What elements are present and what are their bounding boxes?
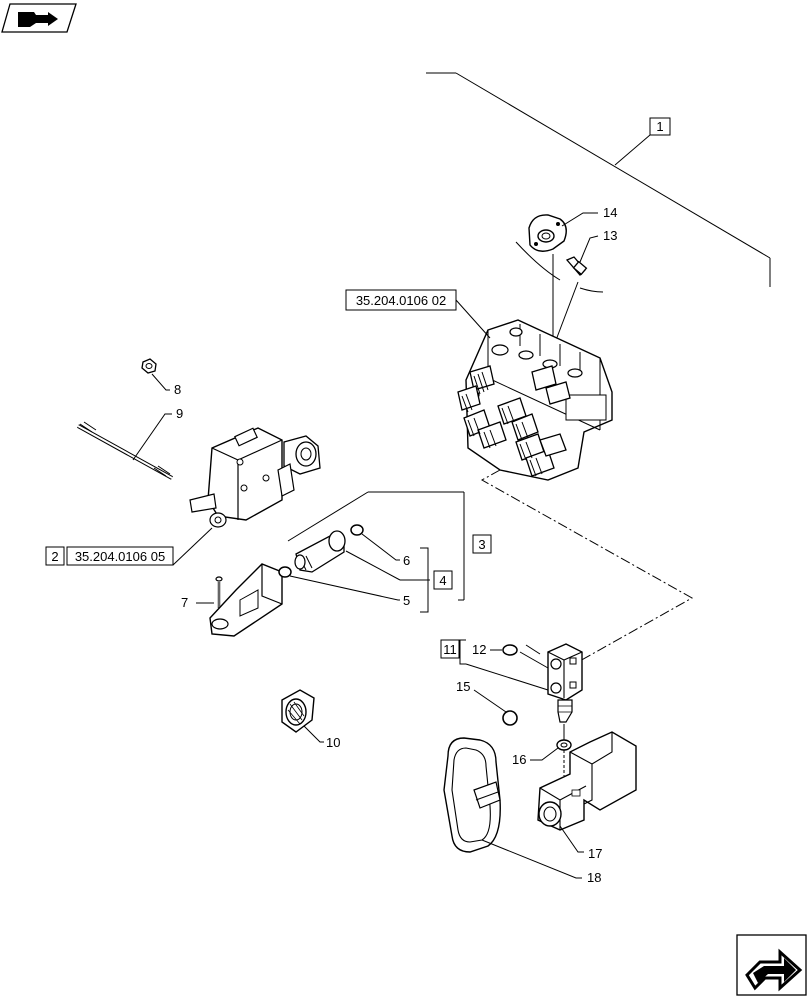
callout-13: 13 — [579, 228, 617, 263]
callout-11-label: 11 — [443, 642, 457, 657]
callout-3-label: 3 — [478, 537, 485, 552]
handle-bracket — [209, 563, 283, 637]
callout-14-label: 14 — [603, 205, 617, 220]
callout-5-label: 5 — [403, 593, 410, 608]
callout-6: 6 — [361, 533, 410, 568]
part-18-boot — [443, 737, 501, 853]
book-arrow-icon[interactable] — [1, 3, 77, 33]
callout-16-label: 16 — [512, 752, 526, 767]
callout-16: 16 — [512, 747, 559, 767]
callout-15: 15 — [456, 679, 507, 713]
callout-18: 18 — [481, 839, 601, 885]
ref-top-valve[interactable]: 35.204.0106 02 — [345, 289, 491, 339]
part-6-o-ring — [350, 524, 364, 536]
callout-9-label: 9 — [176, 406, 183, 421]
part-15-o-ring — [502, 710, 518, 726]
callout-4: 4 — [345, 547, 453, 613]
callout-7-label: 7 — [181, 595, 188, 610]
next-page-arrow-icon[interactable] — [736, 934, 807, 996]
callout-1-label: 1 — [656, 119, 663, 134]
callout-15-label: 15 — [456, 679, 470, 694]
part-16-washer — [556, 739, 572, 751]
callout-12: 12 — [472, 642, 502, 657]
callout-1: 1 — [426, 72, 771, 287]
part-8-nut — [141, 358, 157, 374]
part-14-flange — [528, 214, 567, 252]
ref-top-valve-label: 35.204.0106 02 — [356, 293, 446, 308]
part-12-o-ring — [502, 644, 518, 656]
main-control-valve — [457, 319, 613, 481]
part-9-tie-rod — [77, 421, 173, 480]
callout-8: 8 — [151, 373, 181, 397]
callout-4-label: 4 — [439, 573, 446, 588]
callout-9: 9 — [132, 406, 183, 461]
callout-11: 11 — [440, 639, 466, 665]
callout-10: 10 — [303, 725, 340, 750]
callout-13-label: 13 — [603, 228, 617, 243]
part-7-screw — [215, 576, 223, 608]
callout-14: 14 — [561, 205, 617, 227]
part-13-bolt — [565, 256, 588, 276]
callout-7: 7 — [181, 595, 214, 610]
callout-12-label: 12 — [472, 642, 486, 657]
callout-2: 2 — [45, 546, 65, 566]
callout-5: 5 — [289, 575, 410, 608]
spool-cartridge — [294, 530, 346, 573]
callout-17-label: 17 — [588, 846, 602, 861]
callout-17: 17 — [559, 825, 602, 861]
callout-18-label: 18 — [587, 870, 601, 885]
part-5-o-ring — [278, 566, 292, 578]
callout-6-label: 6 — [403, 553, 410, 568]
callout-10-label: 10 — [326, 735, 340, 750]
callout-3: 3 — [287, 491, 492, 601]
part-11-pilot-valve — [547, 643, 583, 723]
callout-8-label: 8 — [174, 382, 181, 397]
valve-section — [189, 427, 321, 528]
callout-2-label: 2 — [51, 549, 58, 564]
part-10-knob — [281, 689, 315, 733]
ref-side-valve[interactable]: 35.204.0106 05 — [66, 527, 213, 566]
ref-side-valve-label: 35.204.0106 05 — [75, 549, 165, 564]
part-17-bracket — [537, 731, 637, 831]
